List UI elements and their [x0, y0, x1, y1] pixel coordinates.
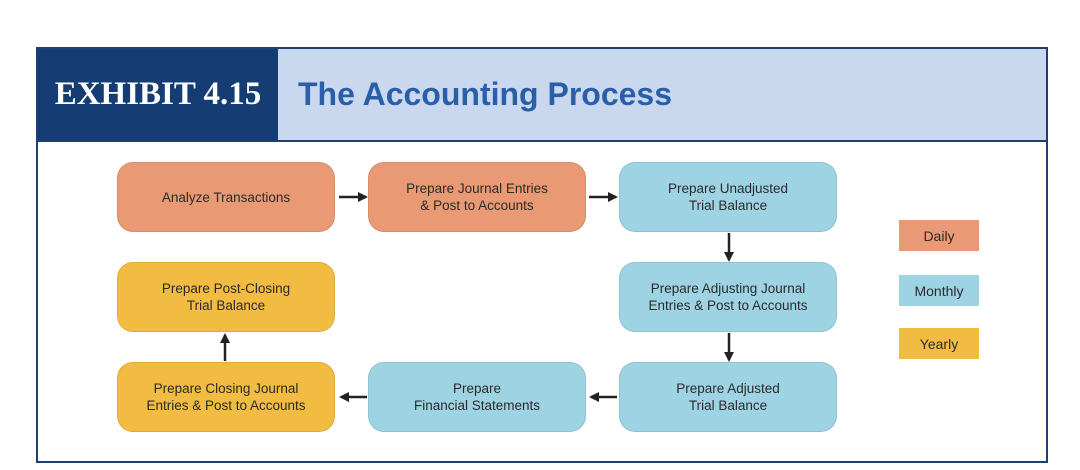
exhibit-frame: EXHIBIT 4.15 The Accounting Process [36, 47, 1048, 463]
step-adjusting-entries: Prepare Adjusting Journal Entries & Post… [619, 262, 837, 332]
legend-monthly: Monthly [899, 275, 979, 306]
step-post-closing-trial-balance: Prepare Post-Closing Trial Balance [117, 262, 335, 332]
exhibit-title: The Accounting Process [298, 76, 672, 112]
step-analyze-transactions: Analyze Transactions [117, 162, 335, 232]
step-closing-entries: Prepare Closing Journal Entries & Post t… [117, 362, 335, 432]
step-journal-entries: Prepare Journal Entries & Post to Accoun… [368, 162, 586, 232]
exhibit-header: EXHIBIT 4.15 The Accounting Process [38, 49, 1046, 142]
legend-yearly: Yearly [899, 328, 979, 359]
exhibit-label: EXHIBIT 4.15 [38, 49, 278, 140]
legend-daily: Daily [899, 220, 979, 251]
step-adjusted-trial-balance: Prepare Adjusted Trial Balance [619, 362, 837, 432]
step-financial-statements: Prepare Financial Statements [368, 362, 586, 432]
step-unadjusted-trial-balance: Prepare Unadjusted Trial Balance [619, 162, 837, 232]
